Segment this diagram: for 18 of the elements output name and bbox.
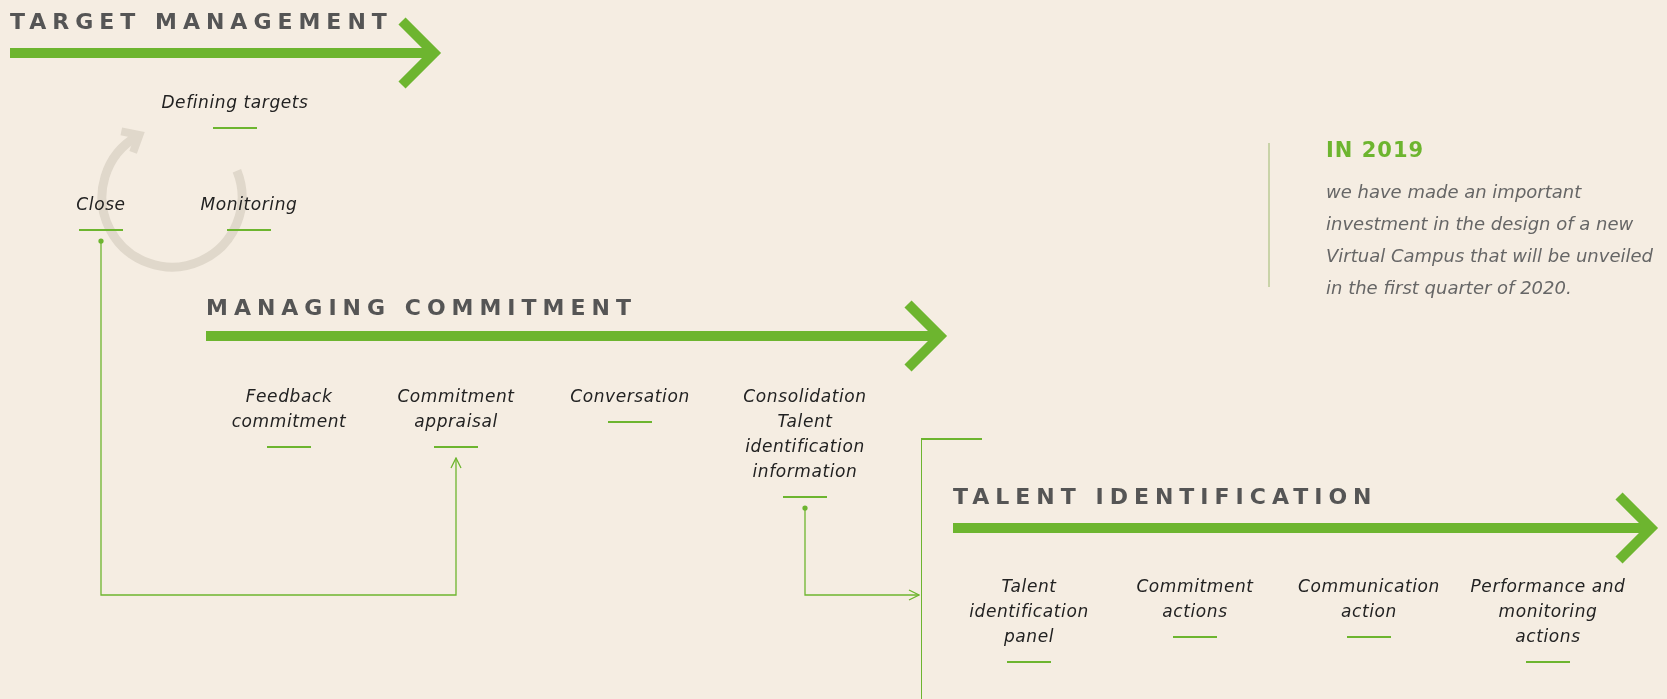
step-label: Close: [56, 192, 146, 241]
connector-arrow: [98, 238, 462, 596]
section-heading: TARGET MANAGEMENT: [10, 8, 393, 36]
step-label: Monitoring: [184, 192, 314, 241]
step-label: Performance and monitoring actions: [1468, 574, 1628, 673]
step-label: Commitment actions: [1125, 574, 1265, 648]
highlight-heading: IN 2019: [1326, 138, 1425, 162]
section-heading: MANAGING COMMITMENT: [206, 294, 637, 322]
note-paragraph: we have made an important investment in the design of a new Virtual Campus that will be unveiled in the first quarter of 2020.: [1326, 180, 1654, 300]
step-label: Communication action: [1289, 574, 1449, 648]
step-label: Consolidation Talent identification information: [730, 384, 880, 508]
step-label: Commitment appraisal: [386, 384, 526, 458]
connector-arrow: [802, 505, 920, 601]
step-label: Defining targets: [150, 90, 320, 139]
step-label: Feedback commitment: [219, 384, 359, 458]
step-label: Conversation: [555, 384, 705, 433]
step-label: Talent identification panel: [959, 574, 1099, 673]
section-heading: TALENT IDENTIFICATION: [953, 483, 1378, 511]
